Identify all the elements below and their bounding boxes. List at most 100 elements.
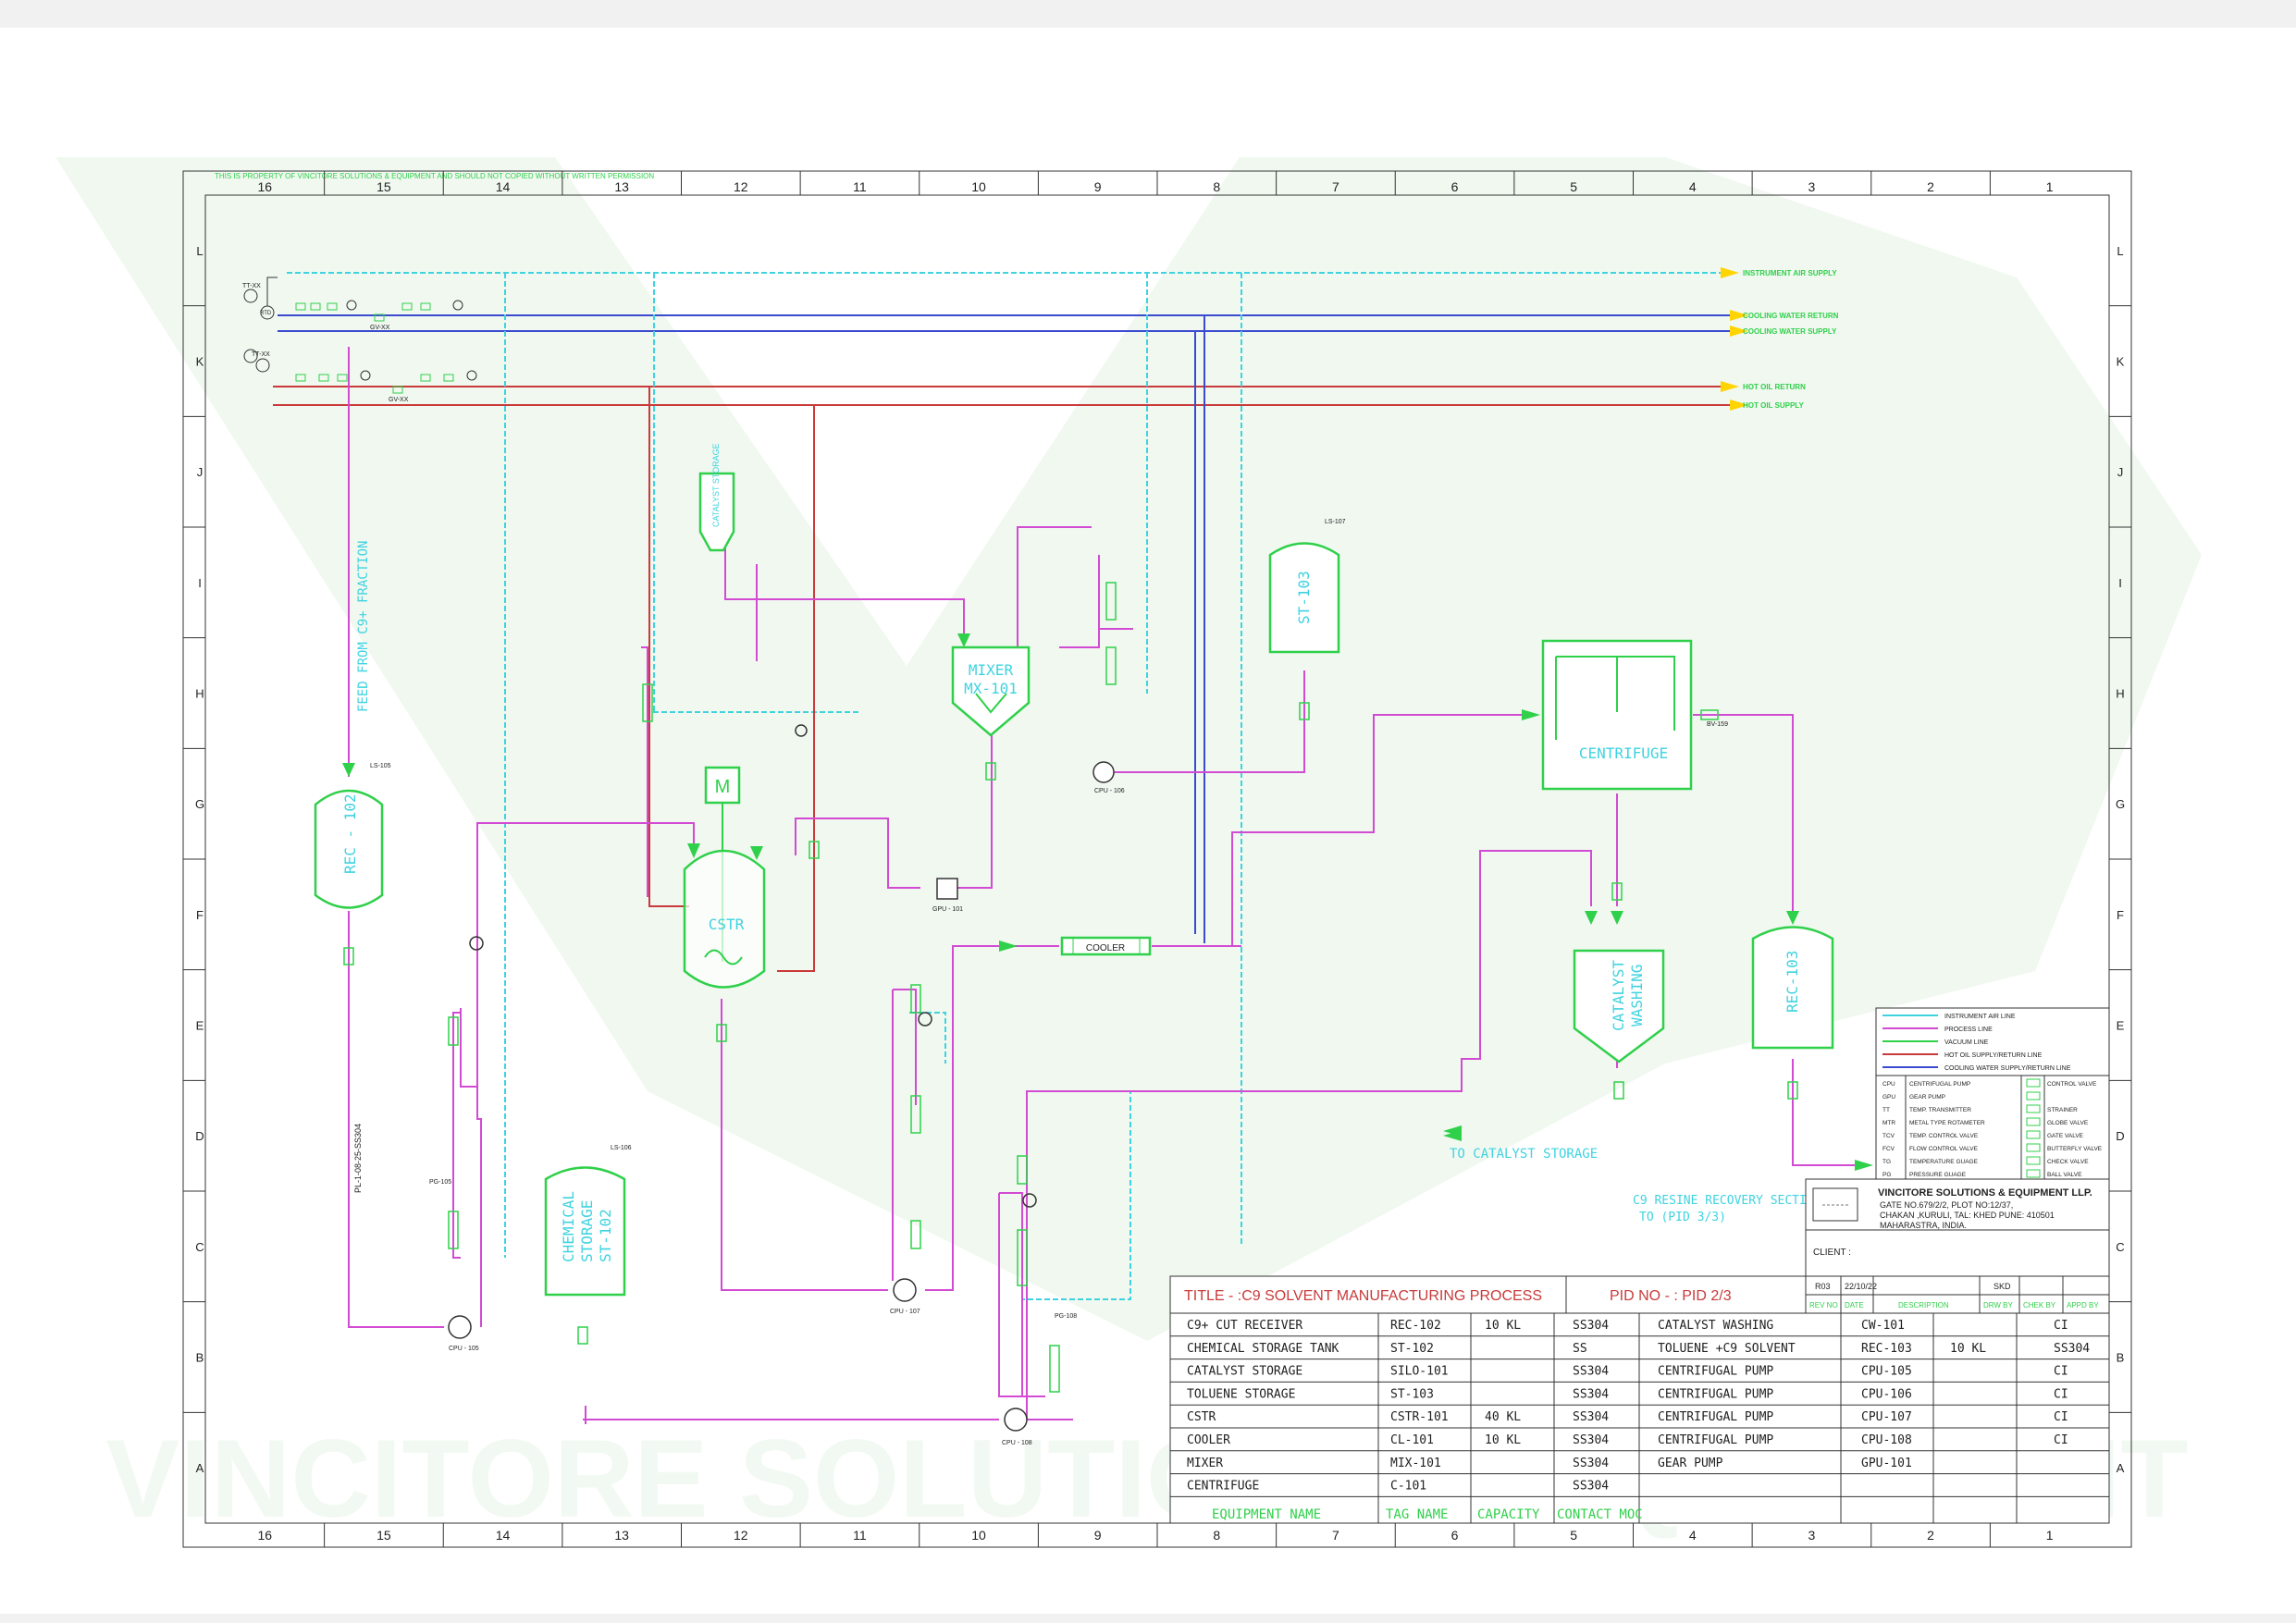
instrument-cluster-top <box>243 277 477 394</box>
legend-symbol-icon <box>2026 1091 2041 1100</box>
legend-line-label: VACUUM LINE <box>1944 1039 1989 1046</box>
catalyst-washing-label-2: WASHING <box>1628 965 1646 1027</box>
rev-header: CHEK BY <box>2023 1301 2056 1309</box>
equipment-list-cell: SS304 <box>1573 1480 1609 1494</box>
equipment-list-cell: CPU-105 <box>1861 1365 1912 1379</box>
legend-symbol-icon <box>2026 1117 2041 1126</box>
grid-col-label: 15 <box>376 1528 391 1543</box>
company-address-1: GATE NO.679/2/2, PLOT NO:12/37, <box>1880 1200 2013 1210</box>
grid-col-label: 2 <box>1927 179 1934 194</box>
equipment-list-cell: CSTR-101 <box>1390 1410 1449 1424</box>
client-label: CLIENT : <box>1813 1248 1851 1258</box>
grid-row-label: F <box>196 908 204 922</box>
grid-col-label: 14 <box>496 1528 511 1543</box>
legend-line-label: COOLING WATER SUPPLY/RETURN LINE <box>1944 1065 2071 1072</box>
equipment-list-cell: CI <box>2054 1387 2068 1401</box>
process-lines <box>348 347 1864 1424</box>
legend-line-label: HOT OIL SUPPLY/RETURN LINE <box>1944 1052 2043 1059</box>
grid-col-label: 15 <box>376 179 391 194</box>
grid-row-label: L <box>2117 244 2123 258</box>
equipment-list-cell: CHEMICAL STORAGE TANK <box>1187 1342 1339 1356</box>
equipment-list-cell: SS304 <box>2054 1342 2090 1356</box>
equipment-list-cell: CI <box>2054 1433 2068 1447</box>
legend-symbol-icon <box>2026 1104 2041 1113</box>
equipment-list-cell: CENTRIFUGAL PUMP <box>1658 1410 1773 1424</box>
equipment-list-cell: SS <box>1573 1342 1587 1356</box>
motor-label: M <box>715 777 731 797</box>
st-103-label: ST-103 <box>1295 571 1313 624</box>
equipment-list-cell: SS304 <box>1573 1410 1609 1424</box>
grid-row-label: K <box>196 355 204 369</box>
cpu-108-label: CPU - 108 <box>1002 1440 1032 1446</box>
recovery-label-2: TO (PID 3/3) <box>1639 1211 1726 1224</box>
centrifuge: CENTRIFUGE <box>1541 639 1693 791</box>
grid-col-label: 16 <box>258 179 273 194</box>
valve-markers <box>343 582 1798 1393</box>
legend-symbol-right: STRAINER <box>2047 1107 2078 1113</box>
chemical-storage-label-3: ST-102 <box>597 1209 614 1262</box>
utility-label: INSTRUMENT AIR SUPPLY <box>1743 269 1837 277</box>
grid-col-label: 6 <box>1451 1528 1459 1543</box>
cooler-label: COOLER <box>1086 943 1125 953</box>
equipment-list-cell: 10 KL <box>1485 1433 1521 1447</box>
grid-row-label: H <box>2116 687 2124 701</box>
company-block: VINCITORE SOLUTIONS & EQUIPMENT LLP. GAT… <box>1805 1178 2110 1277</box>
grid-row-label: J <box>2117 465 2124 479</box>
equipment-list-cell: MIX-101 <box>1390 1457 1441 1470</box>
grid-col-label: 4 <box>1689 1528 1697 1543</box>
legend-symbol-label: CENTRIFUGAL PUMP <box>1909 1081 1970 1088</box>
equipment-list-cell: MIXER <box>1187 1457 1223 1470</box>
grid-col-label: 7 <box>1332 179 1339 194</box>
legend-symbol-right: CONTROL VALVE <box>2047 1081 2097 1088</box>
gv-label-1: GV-XX <box>370 325 390 331</box>
rtd-label: RTD <box>260 311 272 316</box>
catalyst-storage-label: CATALYST STORAGE <box>711 443 721 527</box>
grid-col-label: 16 <box>258 1528 273 1543</box>
grid-row-label: A <box>196 1461 204 1475</box>
equipment-list-cell: 10 KL <box>1950 1342 1986 1356</box>
utility-label: COOLING WATER SUPPLY <box>1743 327 1837 336</box>
catalyst-washing-label-1: CATALYST <box>1610 960 1627 1031</box>
grid-row-label: B <box>196 1351 204 1365</box>
equipment-list-cell: SS304 <box>1573 1457 1609 1470</box>
equipment-list-cell: SS304 <box>1573 1319 1609 1333</box>
equipment-list-cell: CENTRIFUGE <box>1187 1480 1259 1494</box>
grid-row-label: I <box>2118 576 2122 590</box>
cpu-106-label: CPU - 106 <box>1094 788 1125 794</box>
equipment-list-cell: SILO-101 <box>1390 1365 1449 1379</box>
equipment-list-cell: CPU-106 <box>1861 1387 1912 1401</box>
grid-col-label: 8 <box>1213 179 1220 194</box>
legend-symbol-code: TCV <box>1882 1133 1895 1139</box>
company-address-2: CHAKAN ,KURULI, TAL: KHED PUNE: 410501 <box>1880 1211 2055 1220</box>
legend-symbol-icon <box>2026 1130 2041 1139</box>
rec-102-vessel: REC - 102 <box>314 789 384 909</box>
grid-col-label: 5 <box>1570 179 1577 194</box>
grid-col-label: 1 <box>2046 179 2054 194</box>
equipment-list-cell: SS304 <box>1573 1387 1609 1401</box>
grid-row-label: I <box>198 576 202 590</box>
utility-label: COOLING WATER RETURN <box>1743 312 1839 320</box>
grid-col-label: 10 <box>971 179 986 194</box>
rev-header: APPD BY <box>2067 1301 2099 1309</box>
legend-symbol-code: GPU <box>1882 1094 1895 1100</box>
equipment-list-header: CONTACT MOC <box>1557 1507 1643 1522</box>
legend-symbol-label: GEAR PUMP <box>1909 1094 1945 1100</box>
legend-symbol-right: GLOBE VALVE <box>2047 1120 2089 1126</box>
st-103-tank: ST-103 <box>1268 542 1340 654</box>
equipment-list-cell: COOLER <box>1187 1433 1230 1447</box>
mixer-mx-101: MIXER MX-101 <box>951 646 1031 737</box>
grid-col-label: 8 <box>1213 1528 1220 1543</box>
equipment-list-header: CAPACITY <box>1477 1507 1540 1522</box>
legend-symbol-code: TT <box>1882 1107 1890 1113</box>
equipment-list-cell: REC-102 <box>1390 1319 1441 1333</box>
pid-number: PID NO - : PID 2/3 <box>1610 1288 1732 1304</box>
utility-label: HOT OIL SUPPLY <box>1743 401 1804 410</box>
legend-symbol-icon <box>2026 1078 2041 1088</box>
company-address-3: MAHARASTRA, INDIA. <box>1880 1221 1967 1230</box>
grid-row-label: F <box>2117 908 2124 922</box>
grid-row-label: E <box>196 1019 204 1033</box>
rec-102-label: REC - 102 <box>341 793 359 874</box>
grid-row-label: K <box>2117 355 2125 369</box>
